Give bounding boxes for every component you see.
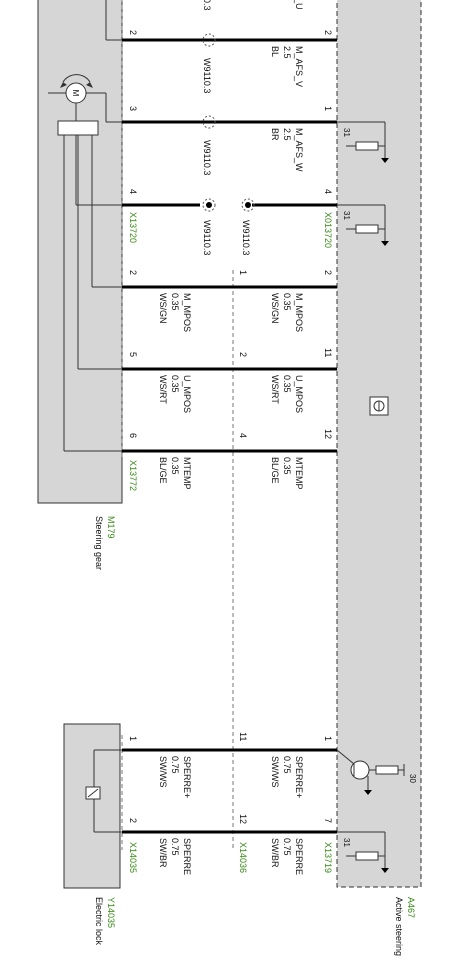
wire-size: 0.75 (282, 838, 292, 856)
wire-size: 2.5 (282, 128, 292, 141)
wire-size: 0.35 (282, 293, 292, 311)
wire-name: SPERRE (182, 838, 192, 875)
wire-color: SW/WS (270, 756, 280, 788)
supply-30: 30 (408, 774, 417, 783)
wire-color: SW/BR (270, 838, 280, 868)
wire-color: BL/GE (158, 457, 168, 484)
wire-name: SPERRE+ (294, 756, 304, 798)
pin: 1 (323, 106, 333, 111)
wire-color: WS/RT (270, 375, 280, 404)
wire-name: M_AFS_V (294, 46, 304, 87)
wire-size: 0.35 (282, 457, 292, 475)
module-id-steering-gear: M179 (106, 516, 116, 539)
pin: 4 (323, 189, 333, 194)
wire-name: U_MPOS (294, 375, 304, 413)
splice-dots (206, 202, 251, 208)
wire-color: BL (270, 46, 280, 57)
wire-name: M_MPOS (182, 293, 192, 332)
connector-id: X14035 (128, 842, 138, 873)
ground-31: 31 (342, 838, 351, 847)
motor-symbol: M (48, 0, 122, 206)
ground-31: 31 (342, 211, 351, 220)
wire-ref-partial: 0.3 (202, 0, 212, 11)
wires (122, 38, 337, 834)
module-name-active-steering: Active steering (394, 897, 404, 956)
wire-name: U_MPOS (182, 375, 192, 413)
wire-color: SW/WS (158, 756, 168, 788)
module-labels: M179 Steering gear Y14035 Electric lock … (94, 516, 416, 956)
pin: 5 (128, 352, 138, 357)
wire-color: BL/GE (270, 457, 280, 484)
wire-color: WS/RT (158, 375, 168, 404)
pin: 2 (323, 30, 333, 35)
pin: 6 (128, 433, 138, 438)
wire-size: 0.75 (282, 756, 292, 774)
wire-name: M_MPOS (294, 293, 304, 332)
connector-ids: X13720 X013720 X13772 X14035 X14036 X137… (128, 212, 333, 873)
pin: 11 (238, 732, 248, 741)
lock-coil-symbol (85, 749, 122, 833)
active-steering-internals (336, 121, 405, 873)
wire-name: M_AFS_W (294, 128, 304, 172)
pin-numbers: 2 2 3 1 4 4 2 1 2 5 2 11 6 4 12 1 11 1 2… (128, 30, 333, 824)
pin: 3 (128, 106, 138, 111)
position-sensor-symbol (57, 120, 122, 452)
wire-color: BR (270, 128, 280, 141)
wire-size: 0.35 (170, 375, 180, 393)
wire-size: 0.35 (282, 375, 292, 393)
pin: 7 (323, 818, 333, 823)
steering-gear-box (37, 0, 123, 504)
module-id-electric-lock: Y14035 (106, 897, 116, 928)
module-id-active-steering: A467 (406, 897, 416, 918)
ground-labels: 31 31 31 30 (342, 128, 417, 847)
pin: 2 (128, 818, 138, 823)
pin: 4 (238, 433, 248, 438)
pin: 2 (128, 270, 138, 275)
pin: 2 (128, 30, 138, 35)
wire-color: WS/GN (158, 293, 168, 324)
wire-size: 0.75 (170, 756, 180, 774)
wire-name: SPERRE+ (182, 756, 192, 798)
wire-size: 0.35 (170, 457, 180, 475)
wire-size: 0.35 (170, 293, 180, 311)
wire-size: 2.5 (282, 46, 292, 59)
wire-color: SW/BR (158, 838, 168, 868)
module-name-steering-gear: Steering gear (94, 516, 104, 570)
pin: 4 (128, 189, 138, 194)
pin: 2 (238, 352, 248, 357)
connector-id: X13720 (128, 212, 138, 243)
svg-text:M: M (71, 90, 80, 97)
wire-name-partial: _U (294, 0, 304, 10)
electric-lock-box (63, 723, 121, 889)
pin: 2 (323, 270, 333, 275)
ground-31: 31 (342, 128, 351, 137)
module-name-electric-lock: Electric lock (94, 897, 104, 946)
connector-id: X13772 (128, 460, 138, 491)
pin: 12 (323, 429, 333, 439)
connector-id: X013720 (323, 212, 333, 248)
wire-name: MTEMP (294, 457, 304, 490)
pin: 1 (238, 270, 248, 275)
wire-ref: W9110.3 (202, 220, 212, 255)
pin: 1 (128, 736, 138, 741)
wire-ref: W9110.3 (202, 58, 212, 93)
pin: 1 (323, 736, 333, 741)
pin: 11 (323, 348, 333, 357)
pin: 12 (238, 814, 248, 824)
wire-ref: W9110.3 (202, 140, 212, 175)
wire-name: SPERRE (294, 838, 304, 875)
wire-name: MTEMP (182, 457, 192, 490)
connector-id: X13719 (323, 842, 333, 873)
shield-markers (202, 33, 255, 212)
wire-color: WS/GN (270, 293, 280, 324)
active-steering-box (336, 0, 422, 888)
wire-labels: 0.3 _U W9110.3 M_AFS_V 2.5 BL W9110.3 M_… (158, 0, 304, 875)
wire-ref: W9110.3 (241, 220, 251, 255)
connector-id: X14036 (238, 842, 248, 873)
wire-size: 0.75 (170, 838, 180, 856)
